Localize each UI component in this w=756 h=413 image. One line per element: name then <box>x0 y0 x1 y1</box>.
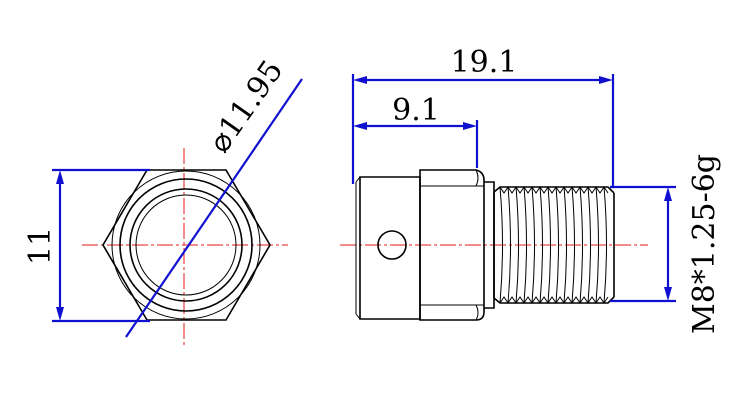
thread-spec-label: M8*1.25-6g <box>687 154 722 334</box>
diameter-dimension-label: ⌀11.95 <box>202 54 290 159</box>
body-arrow-left <box>353 122 367 130</box>
overall-arrow-right <box>599 76 613 84</box>
hex-outline <box>102 169 271 321</box>
hex-chamfer-circle <box>111 170 261 320</box>
side-view: 19.1 9.1 M8*1.25-6g <box>340 45 722 334</box>
hex-bore-outer-circle <box>119 178 253 312</box>
hex-end-view: 11 ⌀11.95 <box>23 54 303 348</box>
flats-dimension-label: 11 <box>23 227 58 265</box>
hex-chamfer-arc-top <box>475 169 479 187</box>
overall-arrow-left <box>353 76 367 84</box>
hex-section-outline <box>419 169 485 321</box>
body-cylinder-outline <box>359 176 421 320</box>
vent-hole <box>377 230 407 260</box>
overall-length-label: 19.1 <box>451 45 518 80</box>
thread-arrow-bottom <box>664 287 672 301</box>
hex-bore-core-circle <box>135 194 237 296</box>
hex-chamfer-arc-bottom <box>475 304 479 321</box>
body-length-label: 9.1 <box>392 93 440 128</box>
thread-outline-top <box>493 186 615 194</box>
flats-arrow-top <box>56 170 64 184</box>
body-chamfer-bottom <box>355 313 361 320</box>
thread-arrow-top <box>664 187 672 201</box>
thread-crests <box>499 186 607 304</box>
diameter-dimension-line <box>125 78 303 338</box>
flats-arrow-bottom <box>56 307 64 321</box>
thread-teeth-bottom <box>499 296 609 304</box>
body-arrow-right <box>463 122 477 130</box>
thread-teeth-top <box>499 186 609 194</box>
body-chamfer-top <box>355 176 361 183</box>
hex-bore-inner-circle <box>129 188 243 302</box>
